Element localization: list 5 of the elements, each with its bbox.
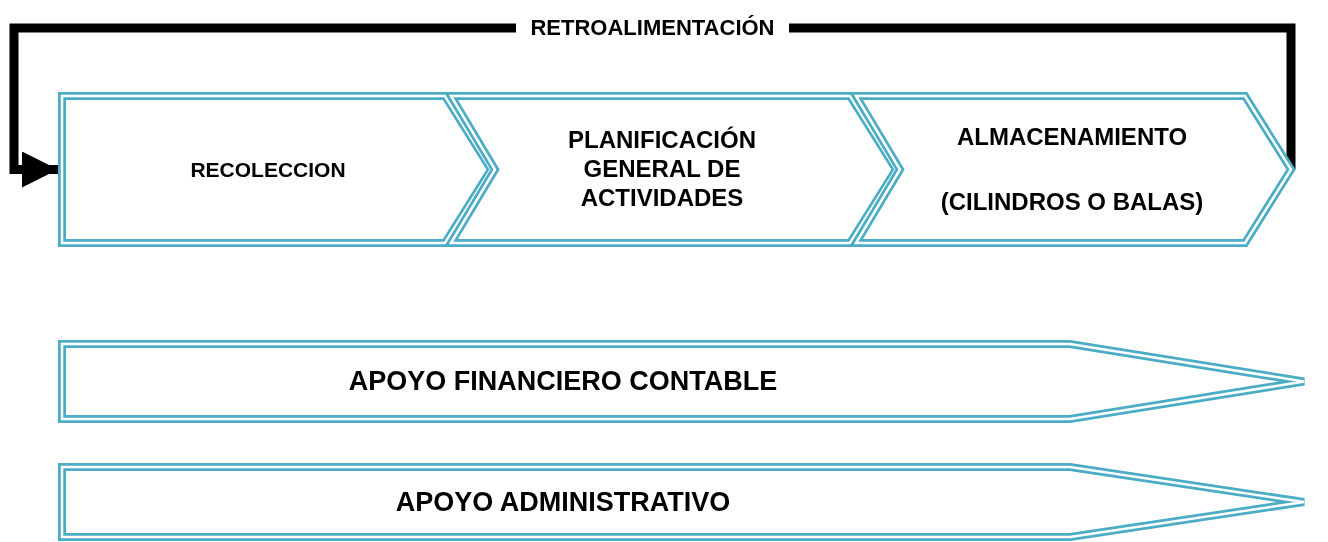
step-label: ALMACENAMIENTO — [956, 122, 1188, 152]
step-label: APOYO ADMINISTRATIVO — [395, 485, 731, 519]
step-label: APOYO FINANCIERO CONTABLE — [348, 365, 778, 398]
step-label: PLANIFICACIÓN GENERAL DE ACTIVIDADES — [567, 126, 757, 213]
step-label: (CILINDROS O BALAS) — [940, 187, 1204, 217]
